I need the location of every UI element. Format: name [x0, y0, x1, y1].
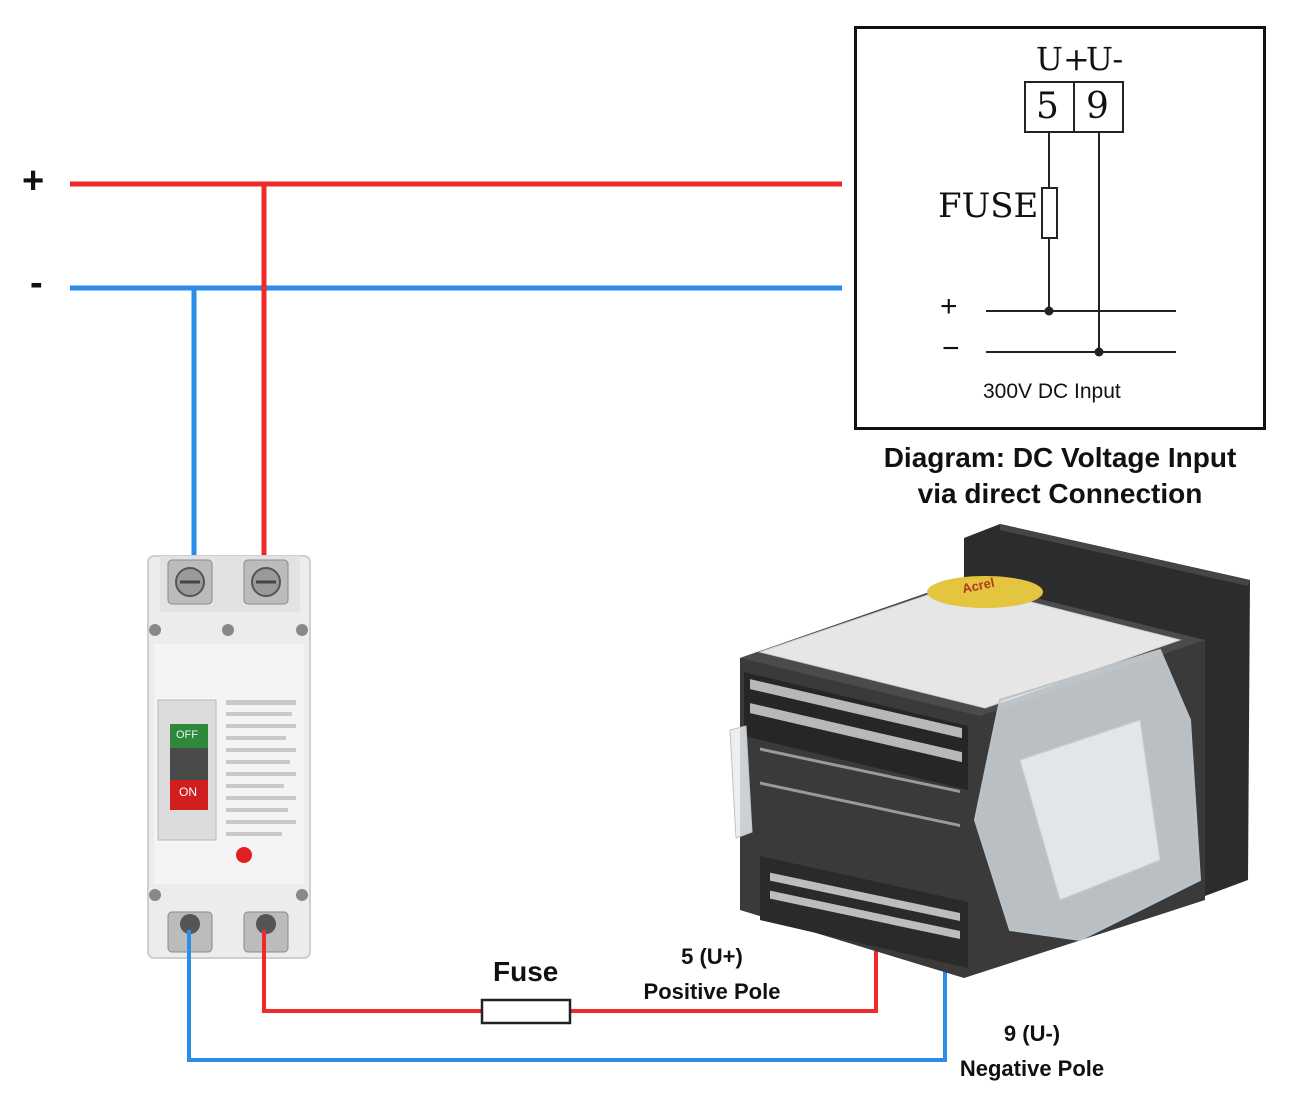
terminal-9-label: 9 [1086, 86, 1109, 127]
terminal-header-plus: U+ [1036, 40, 1090, 78]
terminal-header-minus: U- [1086, 40, 1124, 78]
negative-terminal-label: 9 (U-) [1003, 1021, 1061, 1046]
inset-fuse-label: FUSE [938, 186, 1039, 226]
negative-pole-label: Negative Pole [959, 1056, 1105, 1081]
fuse-label: Fuse [493, 956, 559, 987]
positive-pole-label: Positive Pole [643, 979, 781, 1004]
meter-device [729, 524, 1250, 978]
terminal-5-label: 5 [1036, 86, 1059, 127]
positive-terminal-label: 5 (U+) [681, 944, 743, 969]
inset-schematic [986, 81, 1176, 357]
positive-load-wire [262, 918, 878, 1013]
positive-bus-label: + [22, 160, 45, 202]
inset-plus-symbol: + [940, 290, 958, 323]
inset-minus-symbol: − [942, 332, 960, 365]
negative-load-wire [187, 930, 947, 1062]
breaker-on-label: ON [179, 785, 197, 799]
diagram-caption-line2: via direct Connection [917, 478, 1203, 509]
circuit-breaker [147, 555, 311, 959]
diagram-caption-line1: Diagram: DC Voltage Input [883, 442, 1237, 473]
inset-input-label: 300V DC Input [983, 380, 1121, 403]
breaker-off-label: OFF [176, 729, 198, 741]
fuse-symbol [480, 998, 572, 1025]
inset-frame [854, 26, 1266, 430]
negative-bus-label: - [30, 262, 43, 304]
